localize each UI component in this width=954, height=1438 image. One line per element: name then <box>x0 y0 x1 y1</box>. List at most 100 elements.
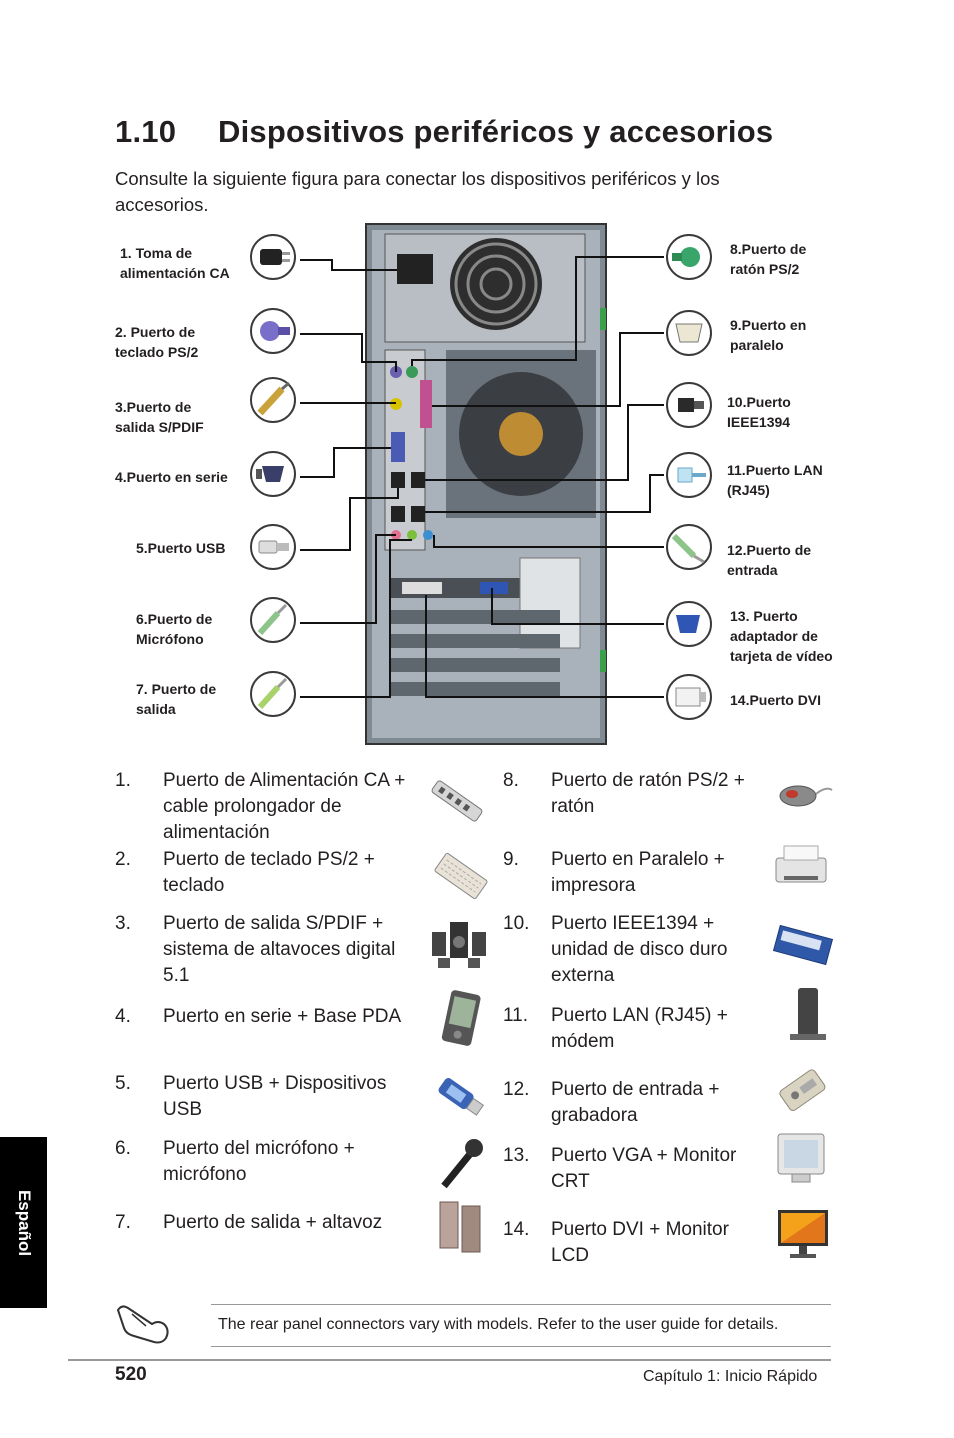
ps2-keyboard-plug-icon <box>250 308 296 354</box>
list-item-text: Puerto DVI + Monitor LCD <box>551 1219 729 1266</box>
label-line: teclado PS/2 <box>115 344 199 360</box>
list-number: 4. <box>115 1006 131 1027</box>
page-title: 1.10 Dispositivos periféricos y accesorio… <box>115 114 773 150</box>
list-number: 3. <box>115 913 131 934</box>
label-line: 4.Puerto en serie <box>115 469 228 485</box>
label-line: 14.Puerto DVI <box>730 692 822 708</box>
label-line: paralelo <box>730 337 784 353</box>
label-line: 5.Puerto USB <box>136 540 226 556</box>
keyboard-icon <box>430 845 492 907</box>
label-serial: 4.Puerto en serie <box>115 467 228 487</box>
label-audio-out: 7. Puerto de salida <box>136 679 216 719</box>
label-line: 13. Puerto <box>730 608 798 624</box>
label-mic: 6.Puerto de Micrófono <box>136 609 212 649</box>
mouse-icon <box>774 764 836 826</box>
footer-rule <box>68 1359 831 1361</box>
label-ps2-mouse: 8.Puerto de ratón PS/2 <box>730 239 806 279</box>
note-box <box>211 1304 831 1347</box>
ieee1394-plug-icon <box>666 382 712 428</box>
list-number: 14. <box>503 1219 530 1240</box>
label-line: salida S/PDIF <box>115 419 204 435</box>
label-line: 3.Puerto de <box>115 399 192 415</box>
label-line: IEEE1394 <box>727 414 791 430</box>
modem-icon <box>778 984 840 1046</box>
label-line: adaptador de <box>730 628 818 644</box>
dvi-plug-icon <box>666 674 712 720</box>
list-item-text: Puerto en serie + Base PDA <box>163 1006 402 1027</box>
lcd-monitor-icon <box>772 1204 834 1266</box>
label-line: 7. Puerto de <box>136 681 217 697</box>
list-item-text: Puerto de ratón PS/2 + ratón <box>551 770 745 817</box>
label-line: (RJ45) <box>727 482 770 498</box>
label-dvi: 14.Puerto DVI <box>730 690 821 710</box>
label-vga: 13. Puerto adaptador de tarjeta de vídeo <box>730 606 833 666</box>
label-line: 10.Puerto <box>727 394 791 410</box>
list-number: 5. <box>115 1073 131 1094</box>
crt-monitor-icon <box>770 1128 832 1190</box>
parallel-plug-icon <box>666 310 712 356</box>
list-number: 2. <box>115 849 131 870</box>
label-parallel: 9.Puerto en paralelo <box>730 315 806 355</box>
pointing-hand-icon <box>112 1300 174 1350</box>
label-line: 11.Puerto LAN <box>727 462 823 478</box>
label-line: ratón PS/2 <box>730 261 800 277</box>
list-item-text: Puerto LAN (RJ45) + módem <box>551 1005 728 1052</box>
label-lan: 11.Puerto LAN (RJ45) <box>727 460 823 500</box>
list-item-text: Puerto IEEE1394 + unidad de disco duro e… <box>551 913 728 986</box>
rear-panel-diagram <box>300 223 664 745</box>
language-tab-label: Español <box>14 1189 34 1256</box>
audio-out-plug-icon <box>250 671 296 717</box>
list-item-text: Puerto VGA + Monitor CRT <box>551 1145 737 1192</box>
list-item-text: Puerto del micrófono + micrófono <box>163 1138 355 1185</box>
label-line: alimentación CA <box>120 265 230 281</box>
recorder-icon <box>772 1060 834 1122</box>
label-line: 6.Puerto de <box>136 611 213 627</box>
list-number: 6. <box>115 1138 131 1159</box>
list-number: 1. <box>115 770 131 791</box>
printer-icon <box>770 836 832 898</box>
speaker-system-icon <box>428 912 490 974</box>
power-strip-icon <box>426 770 488 832</box>
serial-plug-icon <box>250 451 296 497</box>
usb-drive-icon <box>430 1066 492 1128</box>
microphone-icon <box>430 1134 492 1196</box>
label-spdif: 3.Puerto de salida S/PDIF <box>115 397 204 437</box>
right-connector-lines <box>411 256 664 698</box>
usb-plug-icon <box>250 524 296 570</box>
list-item-text: Puerto de salida + altavoz <box>163 1212 383 1233</box>
label-line: salida <box>136 701 176 717</box>
list-item-text: Puerto de salida S/PDIF + sistema de alt… <box>163 913 396 986</box>
left-connector-lines <box>300 259 412 698</box>
list-number: 10. <box>503 913 530 934</box>
label-line: Micrófono <box>136 631 204 647</box>
list-item-text: Puerto de Alimentación CA + cable prolon… <box>163 770 406 843</box>
list-item-text: Puerto USB + Dispositivos USB <box>163 1073 387 1120</box>
list-number: 8. <box>503 770 519 791</box>
label-line: tarjeta de vídeo <box>730 648 833 664</box>
intro-text: Consulte la siguiente figura para conect… <box>115 168 720 215</box>
list-item-text: Puerto en Paralelo + impresora <box>551 849 725 896</box>
power-plug-icon <box>250 234 296 280</box>
section-title: Dispositivos periféricos y accesorios <box>218 114 774 149</box>
list-number: 12. <box>503 1079 530 1100</box>
vga-plug-icon <box>666 601 712 647</box>
pda-icon <box>430 988 492 1050</box>
label-line: entrada <box>727 562 778 578</box>
note-text: The rear panel connectors vary with mode… <box>218 1316 779 1333</box>
spdif-plug-icon <box>250 377 296 423</box>
language-tab: Español <box>0 1137 47 1308</box>
label-line: 9.Puerto en <box>730 317 807 333</box>
label-line: 8.Puerto de <box>730 241 807 257</box>
speakers-icon <box>430 1196 492 1258</box>
label-ps2-keyboard: 2. Puerto de teclado PS/2 <box>115 322 198 362</box>
section-number: 1.10 <box>115 114 177 149</box>
psu-fan <box>450 238 542 330</box>
rj45-plug-icon <box>666 452 712 498</box>
mic-plug-icon <box>250 597 296 643</box>
list-number: 13. <box>503 1145 530 1166</box>
label-line: 2. Puerto de <box>115 324 196 340</box>
external-hdd-icon <box>772 914 834 976</box>
